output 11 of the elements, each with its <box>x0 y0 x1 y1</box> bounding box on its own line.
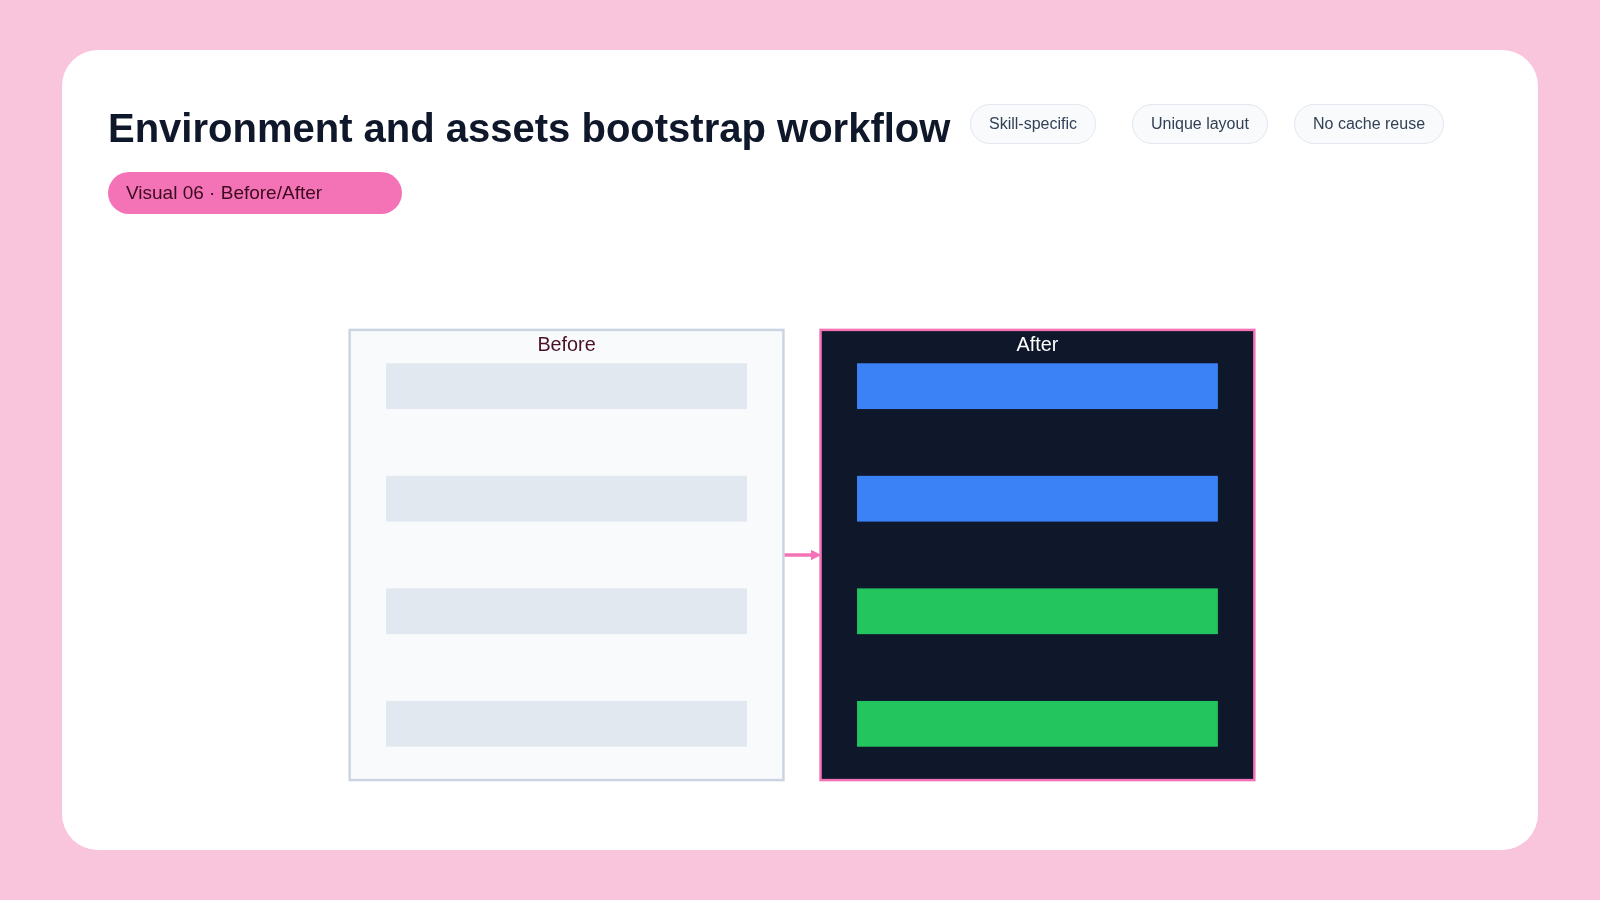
node-bar <box>857 700 1218 747</box>
tag-pill: Unique layout <box>1132 104 1268 144</box>
tag-badge: Visual 06 · Before/After <box>108 172 403 214</box>
cluster: After <box>819 328 1256 782</box>
node-bar <box>857 588 1218 635</box>
node-bar <box>857 475 1218 522</box>
cluster: Before <box>348 328 785 782</box>
tag-pill: Skill-specific <box>970 104 1096 144</box>
node-bar <box>857 363 1218 410</box>
tag-pill: No cache reuse <box>1294 104 1445 144</box>
title: Environment and assets bootstrap workflow <box>108 106 951 151</box>
